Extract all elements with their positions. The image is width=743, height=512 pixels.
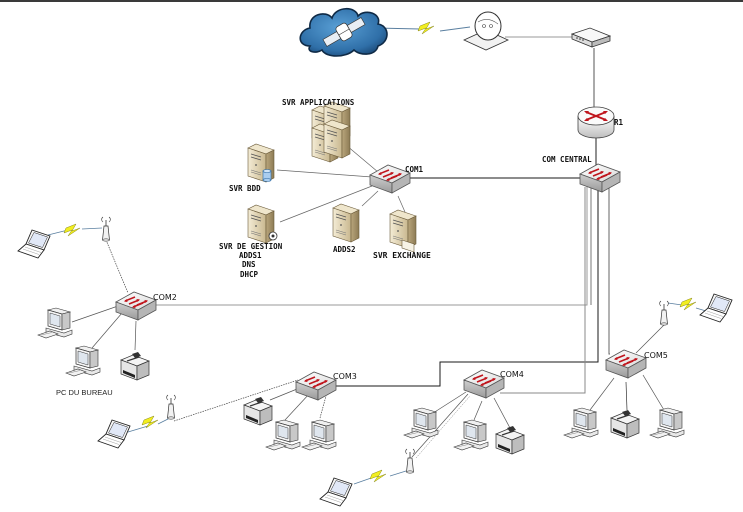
- link-com2-pc2: [91, 312, 123, 349]
- wireless-ap-com2[interactable]: [101, 216, 111, 242]
- switch-label-com5: COM5: [644, 351, 668, 360]
- link-com2-printer: [134, 320, 137, 351]
- gear-icon: [268, 231, 278, 241]
- link-com5-ap: [635, 324, 665, 354]
- switch-com-central[interactable]: [579, 163, 621, 193]
- link-com3-pc2: [319, 395, 327, 419]
- link-com3-ap: [173, 379, 299, 422]
- server-label-adds2: ADDS2: [333, 245, 356, 254]
- link-com1-exchange: [397, 195, 406, 213]
- printer-com5[interactable]: [610, 409, 640, 439]
- link-com4-ap-b: [415, 395, 471, 459]
- wireless-bolt-icon: [417, 21, 435, 35]
- server-sublabel-dns: DNS: [242, 260, 256, 269]
- switch-com3[interactable]: [295, 371, 337, 401]
- switch-com1[interactable]: [369, 164, 411, 194]
- link-com4-pc2: [473, 400, 483, 421]
- mail-icon: [401, 239, 415, 253]
- link-central-com5: [608, 186, 610, 355]
- wireless-bolt-icon: [679, 297, 697, 311]
- laptop-com4[interactable]: [319, 477, 353, 507]
- internet-cloud: [299, 7, 388, 57]
- link-com5-pc2: [642, 374, 665, 411]
- link-com5-pc1: [589, 377, 615, 411]
- link-ap4-wireless: [389, 470, 407, 477]
- pc-com5-2[interactable]: [649, 407, 685, 439]
- printer-com3[interactable]: [243, 396, 273, 426]
- server-icon: [332, 203, 360, 243]
- server-svr-gestion[interactable]: [247, 204, 278, 244]
- server-svr-bdd[interactable]: [247, 143, 275, 183]
- link-com2-ap: [105, 239, 129, 294]
- link-laptop3-wireless: [127, 425, 149, 433]
- link-com4-printer: [493, 397, 511, 429]
- pc-com5-1[interactable]: [563, 407, 599, 439]
- switch-com2[interactable]: [115, 291, 157, 321]
- laptop-com2[interactable]: [17, 229, 51, 259]
- link-com1-gestion: [279, 185, 373, 223]
- switch-com4[interactable]: [463, 369, 505, 399]
- wireless-ap-com3[interactable]: [166, 394, 176, 420]
- router-label: R1: [614, 118, 624, 127]
- switch-label-com-central: COM CENTRAL: [542, 155, 592, 164]
- pc-com2-1[interactable]: [37, 307, 73, 339]
- link-dish-wireless: [439, 26, 471, 32]
- link-com5-printer: [625, 381, 628, 411]
- link-laptop5-wireless: [695, 307, 707, 312]
- satellite-dish-icon: [474, 11, 502, 41]
- switch-label-com4: COM4: [500, 370, 524, 379]
- link-com1-bdd: [276, 169, 373, 178]
- satellite-dish[interactable]: [463, 11, 509, 51]
- printer-com4[interactable]: [495, 425, 525, 455]
- pc-com2-2[interactable]: [65, 345, 101, 377]
- router-r1[interactable]: [577, 106, 615, 139]
- server-icon: [323, 119, 351, 159]
- link-central-com2: [155, 185, 588, 306]
- top-border: [0, 0, 743, 2]
- link-ap2-wireless: [81, 227, 103, 230]
- laptop-com3[interactable]: [97, 419, 131, 449]
- link-central-com4: [500, 187, 586, 394]
- printer-com2[interactable]: [120, 351, 150, 381]
- wireless-bolt-icon: [63, 223, 81, 237]
- modem[interactable]: [570, 27, 612, 48]
- satellite-icon: [322, 17, 366, 47]
- link-ap5-wireless: [667, 302, 683, 306]
- pc-com4-2[interactable]: [453, 419, 489, 451]
- links: [47, 26, 707, 485]
- wireless-bolt-icon: [369, 469, 387, 483]
- link-central-com3: [335, 187, 599, 387]
- link-com4-pc1: [429, 391, 467, 416]
- server-sublabel-dhcp: DHCP: [240, 270, 259, 279]
- server-label-svr-exchange: SVR EXCHANGE: [373, 251, 431, 260]
- server-sublabel-adds1: ADDS1: [239, 251, 262, 260]
- link-com4-ap-a: [411, 393, 469, 458]
- server-svr-exchange[interactable]: [389, 209, 417, 253]
- pc-com3-1[interactable]: [265, 419, 301, 451]
- switch-label-com2: COM2: [153, 293, 177, 302]
- switch-com5[interactable]: [605, 349, 647, 379]
- wireless-bolt-icon: [141, 415, 159, 429]
- server-adds2[interactable]: [332, 203, 360, 243]
- wireless-ap-com4[interactable]: [405, 448, 415, 474]
- pc-label: PC DU BUREAU: [56, 388, 113, 397]
- laptop-com5[interactable]: [699, 293, 733, 323]
- wireless-ap-com5[interactable]: [659, 300, 669, 326]
- link-com1-adds2: [361, 190, 379, 207]
- switch-label-com1: COM1: [405, 165, 424, 174]
- database-icon: [262, 169, 272, 182]
- server-svr-applications[interactable]: [311, 101, 351, 163]
- server-label-svr-gestion: SVR DE GESTION: [219, 242, 283, 251]
- pc-com3-2[interactable]: [301, 419, 337, 451]
- link-com3-pc1: [284, 392, 311, 421]
- switch-label-com3: COM3: [333, 372, 357, 381]
- server-label-svr-applications: SVR APPLICATIONS: [282, 98, 355, 107]
- server-label-svr-bdd: SVR BDD: [229, 184, 261, 193]
- pc-com4-1[interactable]: [403, 407, 439, 439]
- link-com2-pc1: [71, 305, 119, 323]
